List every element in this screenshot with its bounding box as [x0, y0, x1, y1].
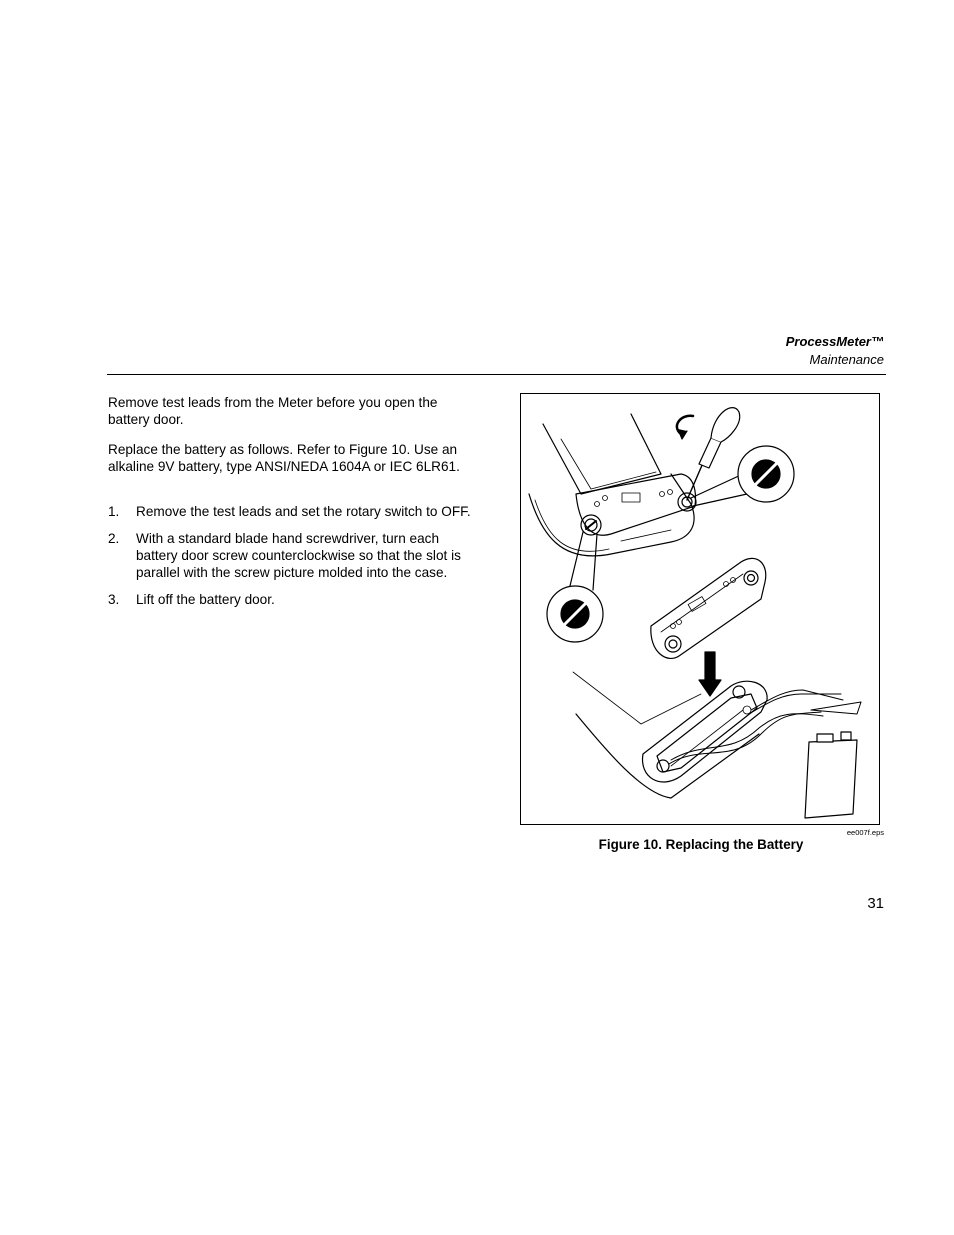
door-screw-left: [580, 514, 602, 536]
step-number: 1.: [108, 504, 120, 519]
running-header-title: ProcessMeter™: [785, 334, 884, 349]
page-number: 31: [867, 895, 884, 912]
meter-back-upper: [528, 413, 697, 557]
figure-file-reference: ee007f.eps: [846, 828, 884, 837]
lock-icons-upper: [594, 489, 673, 507]
screw-detail-callout-right: [690, 445, 795, 507]
paragraph-replace-battery: Replace the battery as follows. Refer to…: [108, 442, 460, 474]
figure-battery-replacement: [520, 393, 880, 825]
running-header-section: Maintenance: [809, 352, 884, 367]
step-item: 2. With a standard blade hand screwdrive…: [108, 530, 478, 581]
battery-replacement-illustration: [528, 407, 862, 819]
header-rule: [107, 374, 886, 375]
battery-wires: [668, 689, 862, 765]
step-number: 2.: [108, 531, 120, 546]
battery-door-removed: [650, 557, 767, 659]
screw-detail-callout-left: [546, 531, 604, 643]
step-number: 3.: [108, 592, 120, 607]
procedure-steps: 1. Remove the test leads and set the rot…: [108, 503, 478, 618]
step-item: 1. Remove the test leads and set the rot…: [108, 503, 478, 520]
down-arrow-icon: [698, 651, 722, 697]
paragraph-remove-leads: Remove test leads from the Meter before …: [108, 395, 438, 427]
step-text: Lift off the battery door.: [136, 592, 275, 607]
door-screw-right: [677, 492, 697, 512]
figure-caption: Figure 10. Replacing the Battery: [598, 837, 804, 852]
step-item: 3. Lift off the battery door.: [108, 591, 478, 608]
meter-back-lower: [572, 671, 768, 799]
nine-volt-battery: [804, 731, 858, 819]
step-text: With a standard blade hand screwdriver, …: [136, 531, 461, 580]
screwdriver: [675, 407, 741, 501]
step-text: Remove the test leads and set the rotary…: [136, 504, 471, 519]
